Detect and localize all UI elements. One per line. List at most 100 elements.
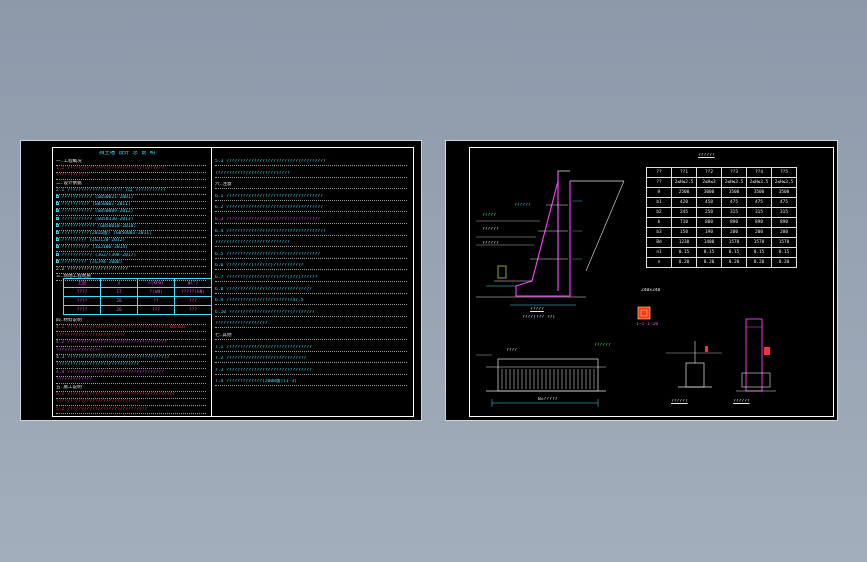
note-line: ◘ ????????? (JGJ94-2008) xyxy=(56,259,123,265)
note-underline xyxy=(215,373,407,375)
note-underline xyxy=(56,273,206,274)
drawing-sheet: 1—1 1:20 240x240 ????? ????(??? ??) ????… xyxy=(445,140,838,421)
note-underline xyxy=(56,186,206,188)
detail-column-2 xyxy=(736,318,776,392)
note-underline xyxy=(215,281,407,282)
note-underline xyxy=(56,412,206,414)
table-cell: 450 xyxy=(696,197,722,208)
note-line: ◘ ???????????? (GB50010-2010) xyxy=(56,223,137,229)
table-cell: 20 xyxy=(100,305,138,315)
table-cell: 2≤H≤3 xyxy=(696,177,722,188)
note-underline xyxy=(215,246,407,248)
table-cell: 1570 xyxy=(746,237,772,248)
table-cell: 200 xyxy=(771,227,797,238)
note-line: ??????????????????????????? xyxy=(215,170,290,176)
note-line: ◘ ??????????? (GB50330-2013) xyxy=(56,216,134,222)
drawing-canvas xyxy=(476,170,776,407)
note-underline xyxy=(56,258,206,260)
note-line: 七.其他 xyxy=(215,333,232,338)
note-line: 5.1 ????(??)????????????????????????????… xyxy=(56,392,175,397)
note-line: 四.材料说明 xyxy=(56,318,82,323)
wall-elevation xyxy=(476,354,606,407)
note-line: 2.2 ?????????????????????? xyxy=(56,267,128,272)
note-underline xyxy=(56,208,206,210)
note-line: 6.2 ??????????????????????????????????? xyxy=(215,205,323,211)
note-line: 7.3 ??????????????????????????????? xyxy=(215,367,312,373)
table-cell: ?? xyxy=(646,177,672,188)
note-underline xyxy=(56,390,206,392)
elevation-caption: ???? xyxy=(506,348,518,353)
section-label: 1—1 1:20 xyxy=(636,322,659,327)
table-cell: ???? xyxy=(63,305,101,315)
table-cell: 2≤H≤3.5 xyxy=(746,177,772,188)
note-line: ◘ ??????????? (GB50009-2012) xyxy=(56,209,134,215)
table-cell: 420 xyxy=(671,197,697,208)
note-underline xyxy=(56,229,206,231)
table-cell: 475 xyxy=(771,197,797,208)
note-line: 六.注意 xyxy=(215,182,232,188)
note-underline xyxy=(215,362,407,364)
table-cell: 0.15 xyxy=(721,247,747,258)
table-cell: ?(kN) xyxy=(137,287,175,297)
table-cell: b2 xyxy=(646,207,672,218)
note-line: 5.2 ????????????????????????????? xyxy=(56,406,148,412)
table-cell: 890 xyxy=(721,217,747,228)
callout-3: ?????? xyxy=(482,227,499,232)
notes-frame xyxy=(52,147,414,417)
callout-5: ?????? xyxy=(514,203,531,208)
table-cell: n xyxy=(646,257,672,268)
note-underline xyxy=(56,251,206,253)
note-underline xyxy=(215,304,407,306)
note-underline xyxy=(215,176,407,178)
note-line: ??????????????????? xyxy=(215,321,268,327)
notes-title: 挡土墙 设计 总 说 明 xyxy=(99,151,156,156)
table-header-cell: ??4 xyxy=(746,167,772,178)
detail-caption-1: ?????? xyxy=(671,399,688,404)
table-cell: 0.20 xyxy=(721,257,747,268)
table-cell: 2500 xyxy=(671,187,697,198)
note-line: 2.1 ???????????????????? (以 ??????????) xyxy=(56,187,166,193)
table-cell: 0.15 xyxy=(746,247,772,258)
table-header-cell: ??2 xyxy=(696,167,722,178)
note-line: ◘ ??????????? (GB50021-2001) xyxy=(56,195,134,200)
table-cell: 0.20 xyxy=(771,257,797,268)
note-underline xyxy=(56,237,206,238)
note-underline xyxy=(215,199,407,201)
note-underline xyxy=(215,269,407,271)
callout-2: ????? xyxy=(482,213,496,218)
note-line: 4.3 ????????????????????????????????????… xyxy=(56,355,170,360)
note-underline xyxy=(56,193,206,195)
note-underline xyxy=(215,257,407,259)
note-line: ◘ ??????????(2016版) (GB50003-2011) xyxy=(56,231,152,236)
table-row: ????20????? xyxy=(63,296,212,306)
note-line: 7.4 ?????????????(2008版)(1-3) xyxy=(215,379,298,385)
note-underline xyxy=(215,188,407,190)
note-underline xyxy=(56,215,206,217)
note-line: 6.5 ?????????????????????????????????? xyxy=(215,251,321,257)
table-cell: 0.20 xyxy=(671,257,697,268)
table-cell: 2≤H≤3.5 xyxy=(721,177,747,188)
table-cell: 0.15 xyxy=(771,247,797,258)
note-underline xyxy=(215,339,407,340)
table-cell: 0.15 xyxy=(696,247,722,258)
table-cell: 710 xyxy=(671,217,697,228)
note-underline xyxy=(215,315,407,317)
table-cell: 0.20 xyxy=(696,257,722,268)
table-cell: 20 xyxy=(100,296,138,306)
table-cell: 190 xyxy=(696,227,722,238)
note-underline xyxy=(56,179,206,181)
table-cell: 17 xyxy=(100,287,138,297)
table-cell: 0.15 xyxy=(671,247,697,258)
note-underline xyxy=(56,383,206,385)
table-cell: 250 xyxy=(696,207,722,218)
table-header-cell: ??1 xyxy=(671,167,697,178)
table-cell: 3500 xyxy=(746,187,772,198)
table-row: ????20?????? xyxy=(63,305,212,315)
note-underline xyxy=(215,292,407,294)
